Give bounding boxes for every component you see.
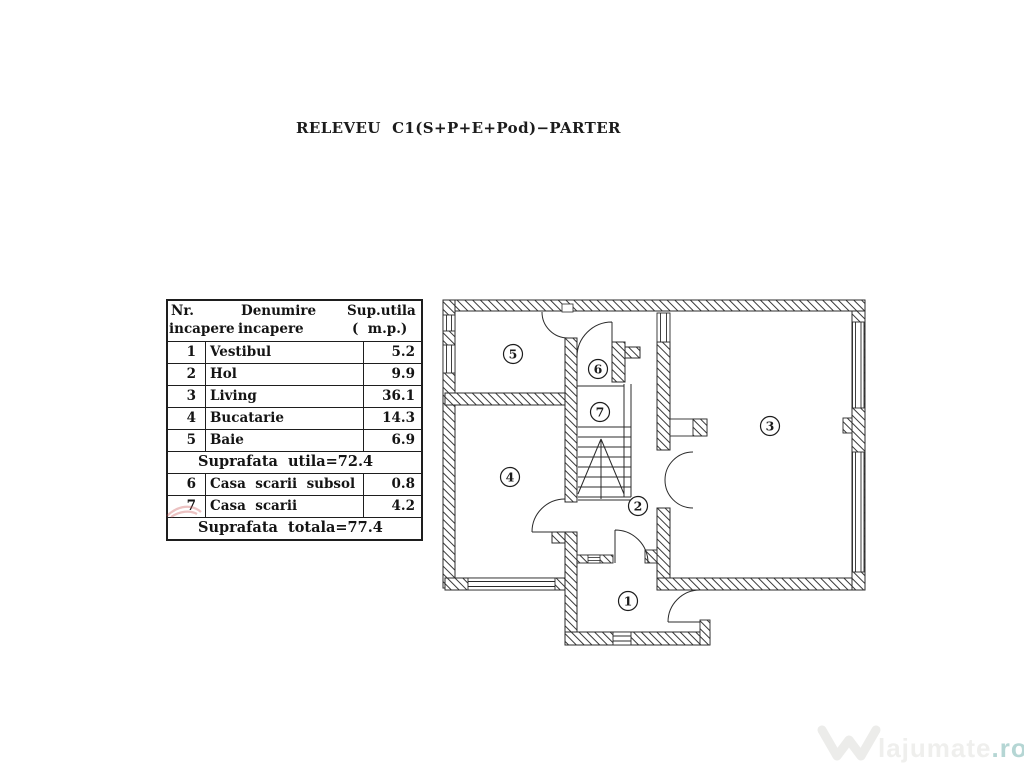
room-name: Living bbox=[206, 386, 364, 407]
subtotal-row: Suprafata utila=72.4 bbox=[168, 452, 421, 474]
staircase bbox=[577, 384, 632, 501]
room-name: Vestibul bbox=[206, 342, 364, 363]
doors-layer bbox=[531, 311, 701, 623]
room-area: 36.1 bbox=[382, 388, 415, 404]
room-area: 9.9 bbox=[391, 366, 416, 382]
wall bbox=[444, 392, 566, 406]
table-row: 3 Living 36.1 bbox=[168, 386, 421, 408]
door-arc bbox=[614, 529, 649, 564]
wall bbox=[564, 531, 578, 646]
header-name-line2: incapere bbox=[238, 321, 304, 337]
stair-direction-arrow bbox=[577, 438, 625, 499]
wall bbox=[564, 337, 578, 503]
room-label-7: 7 bbox=[589, 401, 611, 423]
svg-text:3: 3 bbox=[766, 419, 775, 434]
room-nr: 7 bbox=[168, 496, 206, 517]
room-nr: 1 bbox=[168, 342, 206, 363]
room-label-4: 4 bbox=[499, 466, 521, 488]
watermark-name: lajumate bbox=[878, 733, 992, 763]
table-row: 7 Casa scarii 4.2 bbox=[168, 496, 421, 518]
wall bbox=[699, 619, 711, 646]
header-name-line1: Denumire bbox=[241, 303, 317, 319]
page-title: RELEVEU C1(S+P+E+Pod)−PARTER bbox=[296, 119, 621, 137]
window bbox=[442, 314, 456, 374]
svg-text:6: 6 bbox=[594, 362, 603, 377]
room-label-3: 3 bbox=[759, 415, 781, 437]
room-name: Baie bbox=[206, 430, 364, 451]
svg-text:5: 5 bbox=[509, 347, 518, 362]
table-row: 6 Casa scarii subsol 0.8 bbox=[168, 474, 421, 496]
total-row: Suprafata totala=77.4 bbox=[198, 519, 383, 536]
room-area: 14.3 bbox=[382, 410, 415, 426]
room-area-table: Nr. incapere Denumire incapere Sup.utila… bbox=[166, 299, 423, 541]
room-nr: 6 bbox=[168, 474, 206, 495]
svg-text:7: 7 bbox=[596, 405, 605, 420]
table-header: Nr. incapere Denumire incapere Sup.utila… bbox=[168, 301, 421, 342]
watermark-logo-icon bbox=[817, 725, 881, 761]
window bbox=[656, 312, 671, 343]
header-area-line1: Sup.utila bbox=[347, 303, 416, 319]
room-name: Hol bbox=[206, 364, 364, 385]
svg-text:4: 4 bbox=[506, 470, 515, 485]
room-label-5: 5 bbox=[502, 343, 524, 365]
wall bbox=[442, 299, 456, 589]
entrance-door-arc bbox=[667, 589, 701, 623]
double-door-arc bbox=[664, 451, 694, 509]
wall-notch bbox=[561, 303, 574, 313]
svg-text:2: 2 bbox=[634, 499, 643, 514]
wall bbox=[551, 531, 566, 544]
walls-layer bbox=[442, 299, 866, 646]
room-labels: 1 2 3 4 5 6 7 bbox=[499, 343, 781, 612]
header-area-line2: ( m.p.) bbox=[352, 321, 408, 337]
wall bbox=[656, 507, 671, 579]
door-arc bbox=[576, 321, 613, 358]
table-row: 1 Vestibul 5.2 bbox=[168, 342, 421, 364]
wall bbox=[564, 631, 711, 646]
door-arc bbox=[541, 311, 569, 339]
stamp-fragment bbox=[166, 505, 202, 518]
watermark: lajumate.ro bbox=[817, 725, 1024, 763]
room-nr: 4 bbox=[168, 408, 206, 429]
wall bbox=[656, 577, 866, 591]
table-row: 4 Bucatarie 14.3 bbox=[168, 408, 421, 430]
room-area: 6.9 bbox=[391, 432, 416, 448]
table-row: 2 Hol 9.9 bbox=[168, 364, 421, 386]
window bbox=[852, 321, 865, 573]
svg-text:lajumate.ro: lajumate.ro bbox=[878, 733, 1024, 763]
window bbox=[587, 554, 601, 564]
table-row: 5 Baie 6.9 bbox=[168, 430, 421, 452]
wall bbox=[644, 549, 658, 564]
wall bbox=[611, 341, 626, 383]
room-nr: 3 bbox=[168, 386, 206, 407]
room-label-2: 2 bbox=[627, 495, 649, 517]
watermark-tld: .ro bbox=[992, 733, 1024, 763]
room-nr: 5 bbox=[168, 430, 206, 451]
wall-pier bbox=[842, 417, 853, 434]
window bbox=[612, 631, 632, 646]
chimney bbox=[692, 418, 708, 437]
room-name: Bucatarie bbox=[206, 408, 364, 429]
room-area: 0.8 bbox=[391, 476, 416, 492]
room-area: 4.2 bbox=[391, 498, 416, 514]
room-name: Casa scarii bbox=[206, 496, 364, 517]
room-label-6: 6 bbox=[587, 358, 609, 380]
wall bbox=[624, 346, 641, 359]
door-arc bbox=[531, 498, 566, 533]
wall bbox=[442, 299, 866, 312]
header-nr-line2: incapere bbox=[169, 321, 235, 337]
room-label-1: 1 bbox=[617, 590, 639, 612]
wall bbox=[656, 341, 671, 451]
room-nr: 2 bbox=[168, 364, 206, 385]
header-nr-line1: Nr. bbox=[171, 303, 194, 319]
room-area: 5.2 bbox=[391, 344, 416, 360]
window bbox=[467, 577, 556, 591]
room-name: Casa scarii subsol bbox=[206, 474, 364, 495]
svg-text:1: 1 bbox=[624, 594, 633, 609]
